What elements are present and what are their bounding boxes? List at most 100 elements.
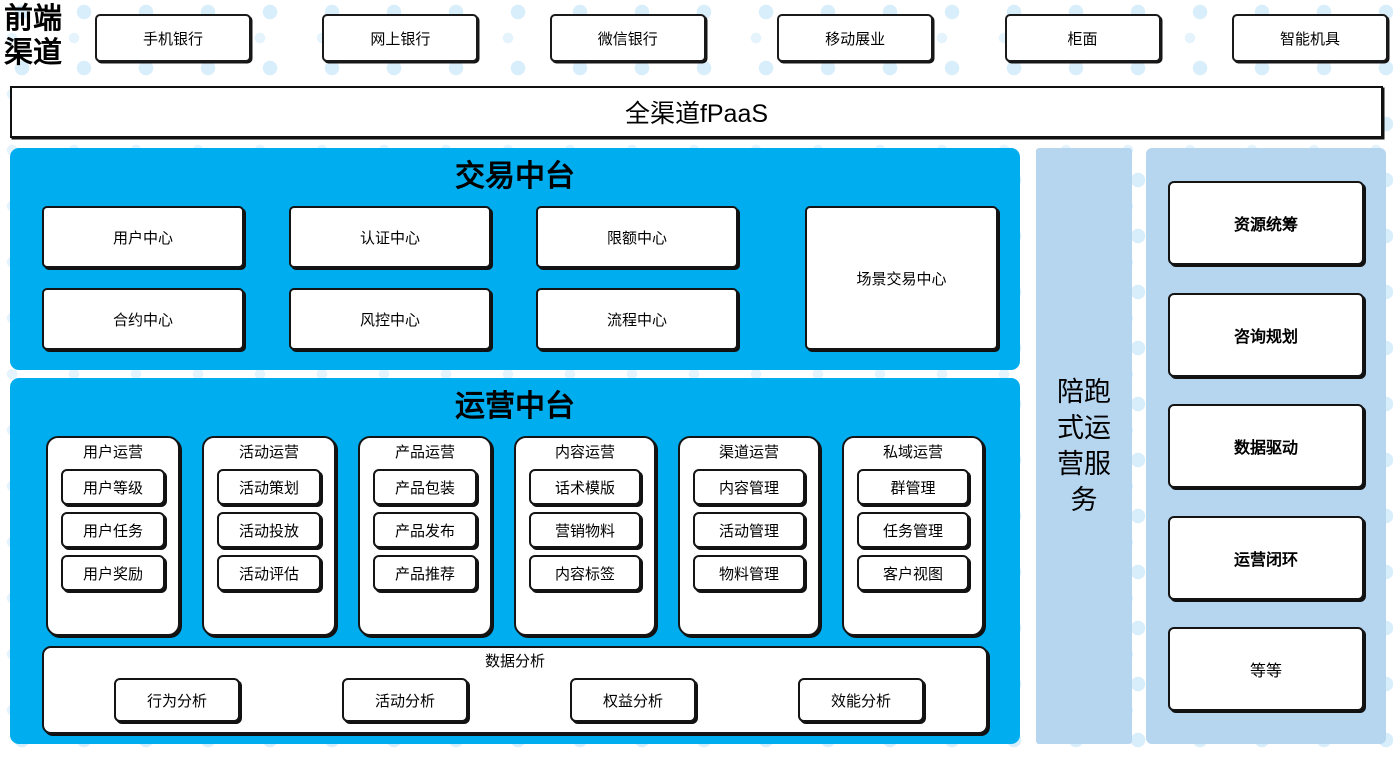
ops-item-label: 活动管理 (718, 522, 779, 540)
ops-group-list: 用户运营 用户等级 用户任务 用户奖励 活动运营 (46, 436, 984, 638)
ops-item-label: 物料管理 (718, 565, 779, 583)
channel-box-wechat-bank[interactable]: 微信银行 (549, 14, 706, 62)
ops-item-script-template[interactable]: 话术模版 (529, 469, 641, 505)
trade-center-process[interactable]: 流程中心 (536, 288, 738, 350)
channel-box-mobile-marketing[interactable]: 移动展业 (777, 14, 934, 62)
trade-center-limit[interactable]: 限额中心 (536, 206, 738, 268)
ops-item-campaign-management[interactable]: 活动管理 (693, 512, 805, 548)
capability-card-etc[interactable]: 等等 (1168, 627, 1364, 711)
fpaas-title: 全渠道fPaaS (624, 100, 769, 128)
capability-panel: 资源统筹 咨询规划 数据驱动 运营闭环 等等 (1146, 148, 1386, 744)
analytics-item-efficiency[interactable]: 效能分析 (798, 678, 924, 722)
channel-box-label: 网上银行 (370, 30, 431, 48)
ops-item-campaign-evaluation[interactable]: 活动评估 (217, 555, 321, 591)
ops-platform-title: 运营中台 (455, 390, 575, 423)
ops-item-user-level[interactable]: 用户等级 (61, 469, 165, 505)
channel-box-online-bank[interactable]: 网上银行 (322, 14, 479, 62)
ops-group-user: 用户运营 用户等级 用户任务 用户奖励 (46, 436, 180, 636)
capability-card-label: 咨询规划 (1233, 328, 1298, 346)
ops-group-title: 内容运营 (554, 444, 615, 461)
capability-card-ops-closed-loop[interactable]: 运营闭环 (1168, 515, 1364, 600)
front-channel-row: 前端 渠道 手机银行 网上银行 微信银行 移动展业 柜面 智能机具 (0, 0, 1393, 80)
ops-item-label: 活动投放 (238, 522, 299, 540)
capability-card-resource-coordination[interactable]: 资源统筹 (1168, 181, 1364, 265)
ops-item-customer-view[interactable]: 客户视图 (857, 555, 969, 591)
ops-item-group-management[interactable]: 群管理 (857, 469, 969, 505)
ops-item-label: 内容管理 (718, 479, 779, 497)
ops-item-label: 产品推荐 (394, 565, 455, 583)
trade-center-label: 风控中心 (359, 311, 420, 329)
ops-item-label: 活动评估 (238, 565, 299, 583)
ops-group-campaign: 活动运营 活动策划 活动投放 活动评估 (202, 436, 336, 636)
ops-group-title: 渠道运营 (718, 444, 779, 461)
ops-item-label: 用户等级 (82, 479, 143, 497)
capability-card-data-driven[interactable]: 数据驱动 (1168, 404, 1364, 488)
ops-item-label: 群管理 (890, 479, 936, 497)
ops-item-campaign-delivery[interactable]: 活动投放 (217, 512, 321, 548)
ops-item-label: 话术模版 (554, 479, 615, 497)
channel-box-label: 柜面 (1067, 30, 1098, 48)
trade-platform-body: 用户中心 认证中心 限额中心 合约中心 风控中心 (10, 206, 1020, 362)
ops-item-marketing-material[interactable]: 营销物料 (529, 512, 641, 548)
capability-card-consulting-planning[interactable]: 咨询规划 (1168, 292, 1364, 377)
channel-box-label: 移动展业 (825, 30, 886, 48)
ops-item-label: 用户奖励 (82, 565, 143, 583)
ops-item-label: 产品发布 (394, 522, 455, 540)
ops-group-content: 内容运营 话术模版 营销物料 内容标签 (514, 436, 656, 636)
ops-item-label: 产品包装 (394, 479, 455, 497)
analytics-item-label: 活动分析 (374, 692, 435, 710)
ops-group-title: 用户运营 (82, 444, 143, 461)
ops-item-user-task[interactable]: 用户任务 (61, 512, 165, 548)
ops-item-label: 营销物料 (554, 522, 615, 540)
analytics-item-list: 行为分析 活动分析 权益分析 效能分析 (114, 678, 924, 722)
trade-center-riskcontrol[interactable]: 风控中心 (289, 288, 491, 350)
ops-group-title: 活动运营 (238, 444, 299, 461)
trade-center-user[interactable]: 用户中心 (42, 206, 244, 268)
ops-item-content-management[interactable]: 内容管理 (693, 469, 805, 505)
trade-center-scene[interactable]: 场景交易中心 (805, 206, 998, 350)
ops-item-label: 内容标签 (554, 565, 615, 583)
channel-box-mobile-bank[interactable]: 手机银行 (95, 14, 251, 62)
trade-center-grid: 用户中心 认证中心 限额中心 合约中心 风控中心 (42, 206, 782, 356)
channel-box-list: 手机银行 网上银行 微信银行 移动展业 柜面 智能机具 (95, 14, 1388, 64)
trade-center-label: 场景交易中心 (856, 270, 947, 288)
ops-item-material-management[interactable]: 物料管理 (693, 555, 805, 591)
center-platform-column: 交易中台 用户中心 认证中心 限额中心 合约中心 (10, 148, 1020, 744)
service-strip-label: 陪跑式运营服务 (1057, 377, 1111, 515)
ops-item-label: 任务管理 (882, 522, 943, 540)
ops-item-campaign-planning[interactable]: 活动策划 (217, 469, 321, 505)
ops-platform-panel: 运营中台 用户运营 用户等级 用户任务 用户奖励 (10, 378, 1020, 744)
ops-item-user-reward[interactable]: 用户奖励 (61, 555, 165, 591)
trade-center-contract[interactable]: 合约中心 (42, 288, 244, 350)
ops-item-label: 客户视图 (882, 565, 943, 583)
service-strip: 陪跑式运营服务 (1036, 148, 1132, 744)
trade-center-auth[interactable]: 认证中心 (289, 206, 491, 268)
ops-group-channel: 渠道运营 内容管理 活动管理 物料管理 (678, 436, 820, 636)
analytics-item-label: 权益分析 (602, 692, 663, 710)
analytics-title: 数据分析 (484, 653, 545, 670)
capability-card-label: 等等 (1249, 663, 1282, 680)
analytics-item-campaign[interactable]: 活动分析 (342, 678, 468, 722)
channel-box-counter[interactable]: 柜面 (1004, 14, 1161, 62)
ops-item-label: 用户任务 (82, 522, 143, 540)
analytics-item-label: 行为分析 (146, 692, 207, 710)
trade-center-label: 认证中心 (359, 229, 420, 247)
analytics-card: 数据分析 行为分析 活动分析 权益分析 效能分析 (42, 646, 988, 734)
trade-center-label: 用户中心 (112, 229, 173, 247)
ops-item-product-packaging[interactable]: 产品包装 (373, 469, 477, 505)
ops-item-task-management[interactable]: 任务管理 (857, 512, 969, 548)
capability-card-label: 资源统筹 (1233, 217, 1298, 234)
main-area: 交易中台 用户中心 认证中心 限额中心 合约中心 (0, 148, 1393, 744)
ops-item-content-tag[interactable]: 内容标签 (529, 555, 641, 591)
fpaas-bar[interactable]: 全渠道fPaaS (10, 86, 1383, 138)
trade-center-label: 流程中心 (606, 311, 667, 329)
ops-item-product-recommendation[interactable]: 产品推荐 (373, 555, 477, 591)
ops-group-title: 私域运营 (882, 444, 943, 461)
channel-box-smart-machine[interactable]: 智能机具 (1231, 14, 1388, 62)
analytics-item-behavior[interactable]: 行为分析 (114, 678, 240, 722)
ops-item-product-release[interactable]: 产品发布 (373, 512, 477, 548)
analytics-item-benefit[interactable]: 权益分析 (570, 678, 696, 722)
capability-card-label: 数据驱动 (1233, 440, 1298, 457)
channel-box-label: 微信银行 (597, 30, 658, 48)
